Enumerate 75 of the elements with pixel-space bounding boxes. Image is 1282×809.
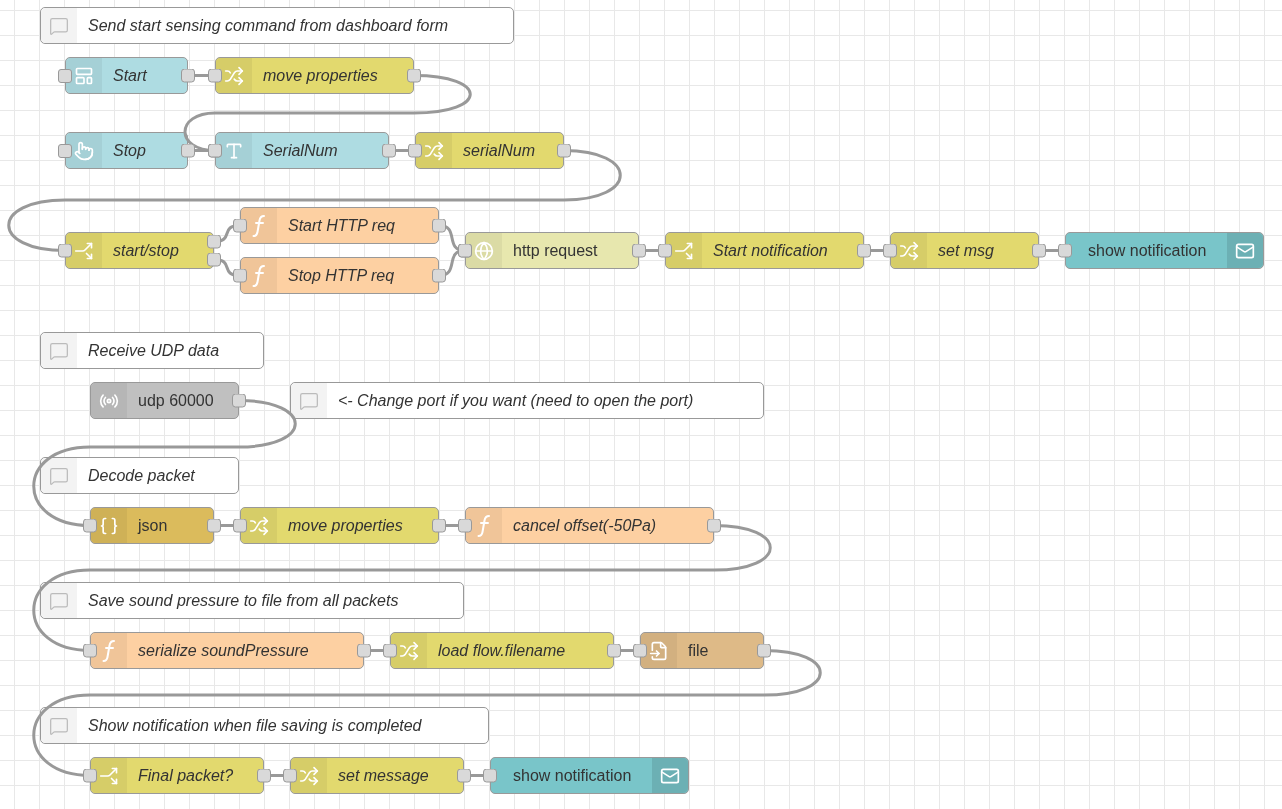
node-label: move properties (288, 515, 403, 536)
wire (257, 768, 297, 783)
flow-node (240, 257, 439, 294)
wire (632, 243, 672, 258)
flow-node (665, 232, 864, 269)
flow-node (65, 132, 188, 169)
wire (181, 68, 222, 83)
wire (207, 518, 247, 533)
node-label: set msg (938, 240, 994, 261)
node-label: cancel offset(-50Pa) (513, 515, 657, 536)
flow-node (890, 232, 1039, 269)
comment-text: Receive UDP data (88, 340, 220, 361)
flow-node (465, 507, 714, 544)
flow-node (240, 207, 439, 244)
flow-node (290, 757, 464, 794)
wire (1032, 243, 1072, 258)
node-label: Start (113, 65, 147, 86)
comment-node (40, 332, 264, 369)
wire (357, 643, 397, 658)
flow-node (465, 232, 639, 269)
comment-node (40, 7, 514, 44)
flow-node (490, 757, 689, 794)
node-label: SerialNum (263, 140, 338, 161)
node-label: show notification (513, 765, 632, 786)
node-label: Start HTTP req (288, 215, 395, 236)
wire (206, 252, 248, 283)
node-label: show notification (1088, 240, 1207, 261)
flow-node (65, 57, 188, 94)
flow-node (215, 57, 414, 94)
node-label: Start notification (713, 240, 828, 261)
wire (7, 143, 622, 258)
wire (432, 518, 472, 533)
comment-node (40, 707, 489, 744)
wire (431, 242, 473, 284)
flow-node (215, 132, 389, 169)
node-label: start/stop (113, 240, 179, 261)
node-label: load flow.filename (438, 640, 566, 661)
flow-node (640, 632, 764, 669)
flow-node (90, 632, 364, 669)
node-label: file (688, 640, 709, 661)
node-label: move properties (263, 65, 378, 86)
wire (32, 643, 821, 784)
node-label: http request (513, 240, 598, 261)
flow-node (415, 132, 564, 169)
flow-node (1065, 232, 1264, 269)
wire (382, 143, 422, 158)
comment-node (290, 382, 764, 419)
flow-node (390, 632, 614, 669)
node-label: Stop HTTP req (288, 265, 395, 286)
node-label: json (138, 515, 168, 536)
node-label: serialize soundPressure (138, 640, 309, 661)
flow-node (90, 382, 239, 419)
wire (32, 518, 772, 659)
wire (857, 243, 897, 258)
node-label: set message (338, 765, 429, 786)
comment-text: Save sound pressure to file from all packets (88, 590, 399, 611)
wire (457, 768, 497, 783)
comment-node (40, 457, 239, 494)
flow-node (90, 507, 214, 544)
flow-node (65, 232, 214, 269)
flow-node (90, 757, 264, 794)
flow-node (240, 507, 439, 544)
wire (607, 643, 647, 658)
node-label: Stop (113, 140, 146, 161)
node-label: serialNum (463, 140, 535, 161)
comment-node (40, 582, 464, 619)
comment-text: Decode packet (88, 465, 195, 486)
comment-text: <- Change port if you want (need to open the port) (338, 390, 694, 411)
comment-text: Send start sensing command from dashboard form (88, 15, 449, 36)
wire (32, 393, 297, 534)
comment-text: Show notification when file saving is completed (88, 715, 422, 736)
wire (181, 143, 222, 158)
wire (206, 218, 248, 249)
node-label: udp 60000 (138, 390, 214, 411)
node-label: Final packet? (138, 765, 234, 786)
